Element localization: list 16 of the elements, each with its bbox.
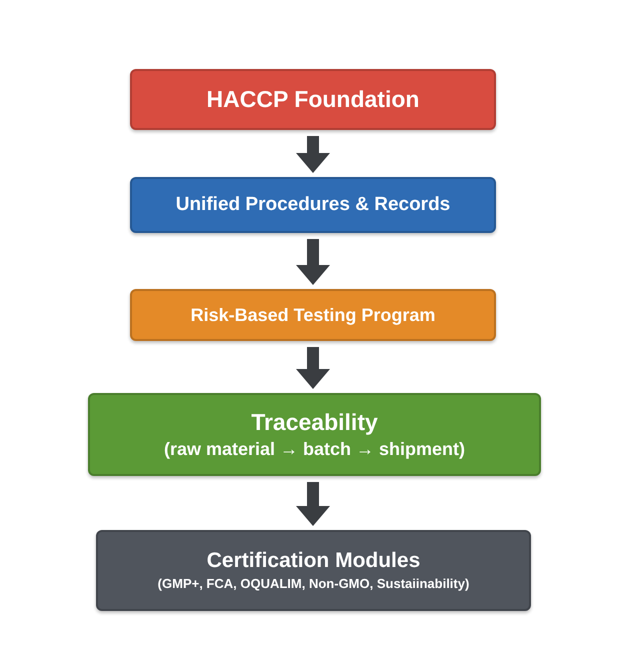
arrow [296,347,330,389]
box-title: HACCP Foundation [206,86,420,113]
box-title: Traceability [250,408,379,436]
box-title: Risk-Based Testing Program [190,304,436,326]
box-subtitle: (raw material → batch → shipment) [162,439,466,460]
arrow [296,136,330,173]
box-subtitle: (GMP+, FCA, OQUALIM, Non-GMO, Sustaiinability) [156,577,470,592]
box-title: Unified Procedures & Records [174,194,452,216]
arrow [296,482,330,526]
process-box [96,530,531,611]
arrow [296,239,330,285]
process-box [130,289,496,341]
process-box [130,177,496,233]
process-box [88,393,541,476]
box-title: Certification Modules [206,548,422,574]
process-box [130,69,496,130]
